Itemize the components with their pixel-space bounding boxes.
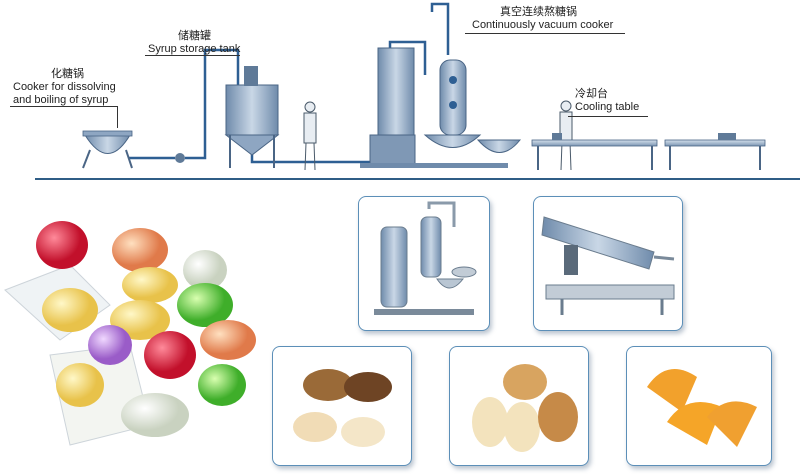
striped-candy-panel (449, 346, 589, 466)
vacuum-label: 真空连续熬糖锅 Continuously vacuum cooker (472, 6, 613, 32)
candy (144, 331, 196, 379)
candy (42, 288, 98, 332)
transfer-pump (175, 153, 185, 163)
candy (122, 267, 178, 303)
section-divider (35, 178, 800, 180)
candy (183, 250, 227, 290)
cooling-conveyor-photo-panel (533, 196, 683, 331)
cooker-label-en-1: Cooker for dissolving (13, 81, 116, 93)
cooker-label: 化糖锅 Cooker for dissolving and boiling of… (13, 68, 116, 107)
brown-candy-panel (272, 346, 412, 466)
candy (56, 363, 104, 407)
candy (121, 393, 189, 437)
orange-jelly-photo (647, 369, 757, 447)
cooling-table (664, 133, 766, 170)
candy (177, 283, 233, 327)
candy (88, 325, 132, 365)
cooker-label-cn: 化糖锅 (51, 68, 84, 80)
candy (36, 221, 88, 269)
candy (198, 364, 246, 406)
vacuum-label-cn: 真空连续熬糖锅 (500, 6, 577, 18)
candy-pile-image (4, 221, 256, 446)
vacuum-cooker (360, 47, 522, 168)
storage-label: 储糖罐 Syrup storage tank (148, 30, 240, 56)
cooling-table (531, 133, 658, 170)
syrup-storage-tank (224, 66, 280, 168)
storage-label-en: Syrup storage tank (148, 43, 241, 55)
storage-leader (145, 55, 240, 56)
striped-candy-photo (472, 364, 578, 452)
vacuum-leader (465, 33, 625, 34)
process-line-diagram (82, 2, 766, 171)
brown-candy-photo (293, 369, 392, 447)
orange-jelly-panel (626, 346, 772, 466)
vacuum-cooker-photo (374, 201, 477, 315)
cooker-leader-drop (117, 106, 118, 128)
vacuum-cooker-photo-panel (358, 196, 490, 331)
candy (110, 300, 170, 340)
cooling-leader (568, 116, 648, 117)
candy (200, 320, 256, 360)
vacuum-label-en: Continuously vacuum cooker (472, 19, 614, 31)
dissolving-cooker (82, 130, 133, 169)
cooling-label-cn: 冷却台 (575, 88, 608, 100)
cooling-conveyor-photo (541, 216, 675, 315)
cooker-leader (10, 106, 118, 107)
storage-label-cn: 储糖罐 (178, 30, 211, 42)
operator-figure (303, 101, 317, 171)
cooling-label-en: Cooling table (575, 101, 640, 113)
cooling-label: 冷却台 Cooling table (575, 88, 639, 114)
candy (112, 228, 168, 272)
cooker-label-en-2: and boiling of syrup (13, 94, 109, 106)
